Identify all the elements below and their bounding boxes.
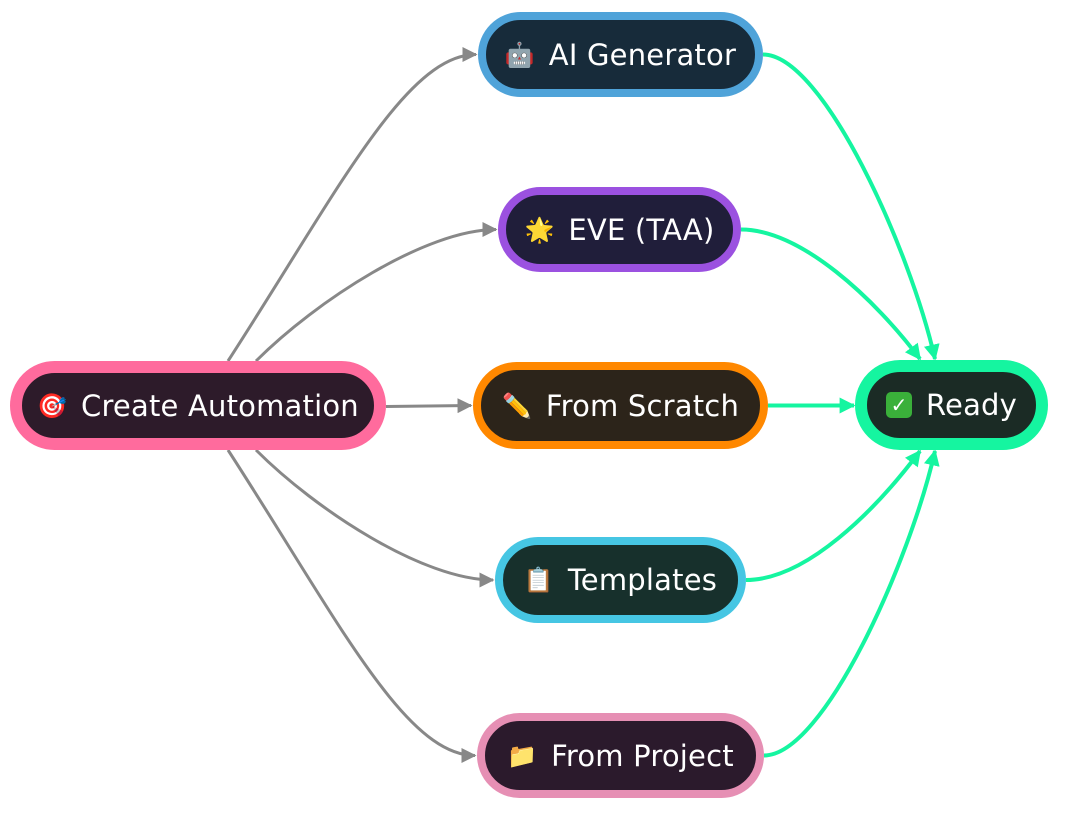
edge-project-to-ready — [763, 449, 940, 758]
folder-icon: 📁 — [507, 741, 538, 770]
check-icon: ✓ — [885, 392, 912, 418]
node-label: From Project — [551, 738, 734, 773]
node-label: EVE (TAA) — [568, 212, 715, 247]
edge-create-to-scratch — [385, 398, 473, 414]
node-label: Ready — [925, 388, 1018, 422]
pencil-icon: ✏️ — [501, 391, 532, 420]
edge-ai-to-ready — [762, 52, 940, 361]
node-label: From Scratch — [545, 388, 740, 423]
edge-templates-to-ready — [745, 449, 922, 582]
node-eve-taa[interactable]: 🌟 EVE (TAA) — [498, 187, 741, 272]
edge-create-to-templates — [254, 448, 495, 588]
edge-create-to-project — [226, 449, 477, 763]
node-label: Templates — [567, 563, 718, 597]
node-ai-generator[interactable]: 🤖 AI Generator — [478, 12, 763, 97]
edge-eve-to-ready — [740, 227, 922, 361]
edge-create-to-ai — [226, 47, 478, 362]
clipboard-icon: 📋 — [523, 566, 554, 594]
node-label: AI Generator — [548, 37, 737, 72]
target-icon: 🎯 — [37, 391, 67, 420]
node-from-scratch[interactable]: ✏️ From Scratch — [473, 362, 768, 449]
node-from-project[interactable]: 📁 From Project — [477, 713, 764, 798]
edge-create-to-eve — [254, 222, 498, 363]
node-ready[interactable]: ✓ Ready — [855, 360, 1048, 450]
star-icon: 🌟 — [524, 215, 555, 244]
robot-icon: 🤖 — [504, 40, 535, 69]
node-label: Create Automation — [81, 388, 359, 423]
node-create-automation[interactable]: 🎯 Create Automation — [10, 361, 386, 450]
node-templates[interactable]: 📋 Templates — [495, 537, 746, 623]
